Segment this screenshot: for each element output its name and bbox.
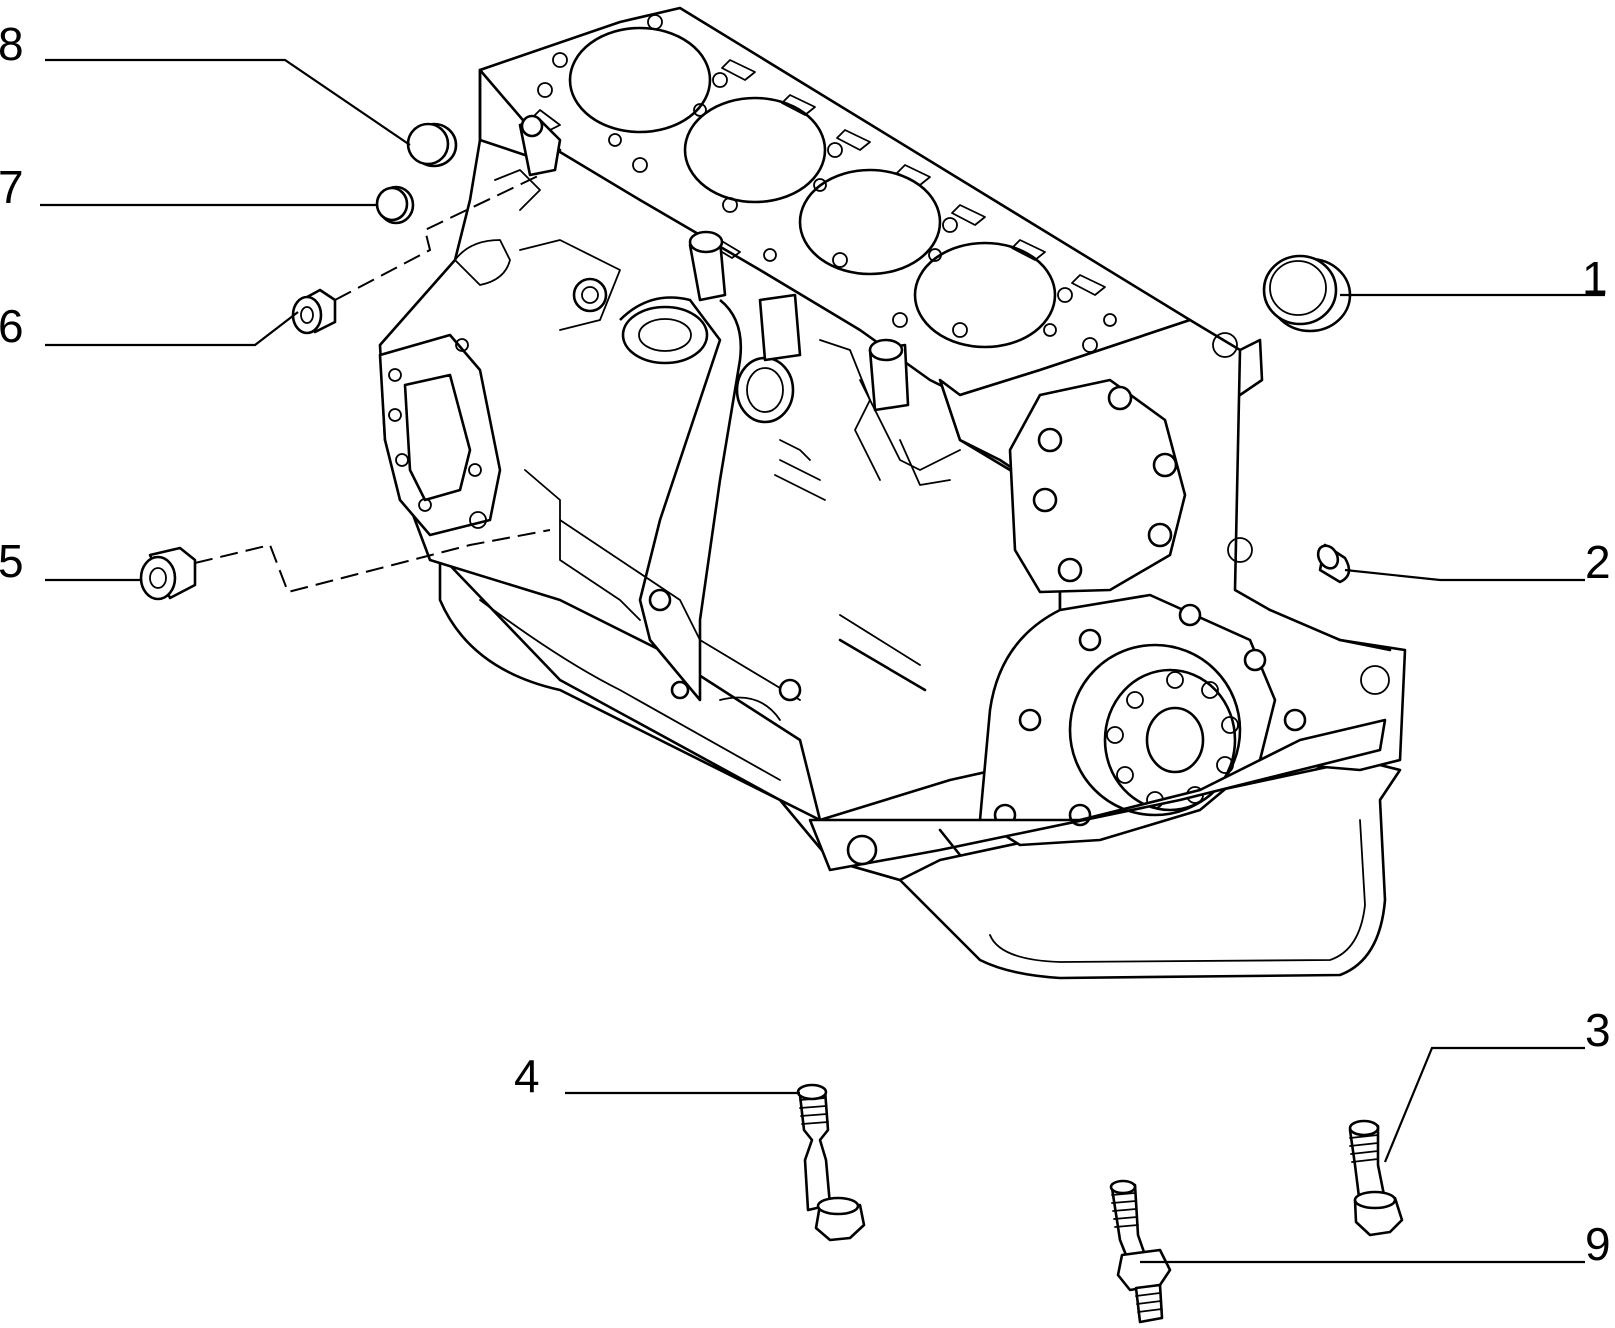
cylinder-bore-2 — [683, 96, 827, 204]
cylinder-bore-3 — [798, 168, 942, 276]
cylinder-bore-4 — [913, 241, 1057, 349]
callout-6: 6 — [0, 300, 24, 352]
leader-lines — [40, 58, 1605, 1264]
callout-2: 2 — [1585, 536, 1611, 588]
part-8-plug — [406, 122, 458, 168]
oil-pan — [438, 553, 1402, 980]
head-studs — [518, 114, 910, 412]
callout-1: 1 — [1582, 252, 1608, 304]
part-9-double-stud — [1109, 1179, 1172, 1324]
part-6-bushing — [291, 288, 337, 335]
crank-hub — [1145, 706, 1205, 774]
cover-bolts — [1032, 385, 1178, 583]
water-pump-flange — [403, 373, 472, 502]
housing-bolts — [993, 603, 1307, 827]
part-7-plug — [375, 185, 415, 225]
cylinder-bore-1 — [568, 26, 712, 134]
callout-3: 3 — [1585, 1004, 1611, 1056]
end-plate-holes — [388, 338, 487, 529]
callout-5: 5 — [0, 535, 24, 587]
part-3-bolt — [1348, 1119, 1404, 1237]
part-2-dowel — [1316, 543, 1351, 584]
assembly-dashes — [194, 174, 551, 594]
callout-8: 8 — [0, 18, 24, 70]
part-4-stud-bolt — [796, 1083, 866, 1242]
engine-block — [378, 6, 1407, 980]
part-1-core-plug — [1262, 254, 1352, 333]
callout-4: 4 — [514, 1050, 540, 1102]
bottom-flange — [808, 718, 1387, 872]
callout-7: 7 — [0, 161, 24, 213]
part-5-bushing — [139, 546, 197, 601]
callout-labels: 8 7 6 5 1 2 3 4 9 — [0, 18, 1611, 1270]
deck-holes — [537, 14, 1117, 353]
callout-9: 9 — [1585, 1218, 1611, 1270]
